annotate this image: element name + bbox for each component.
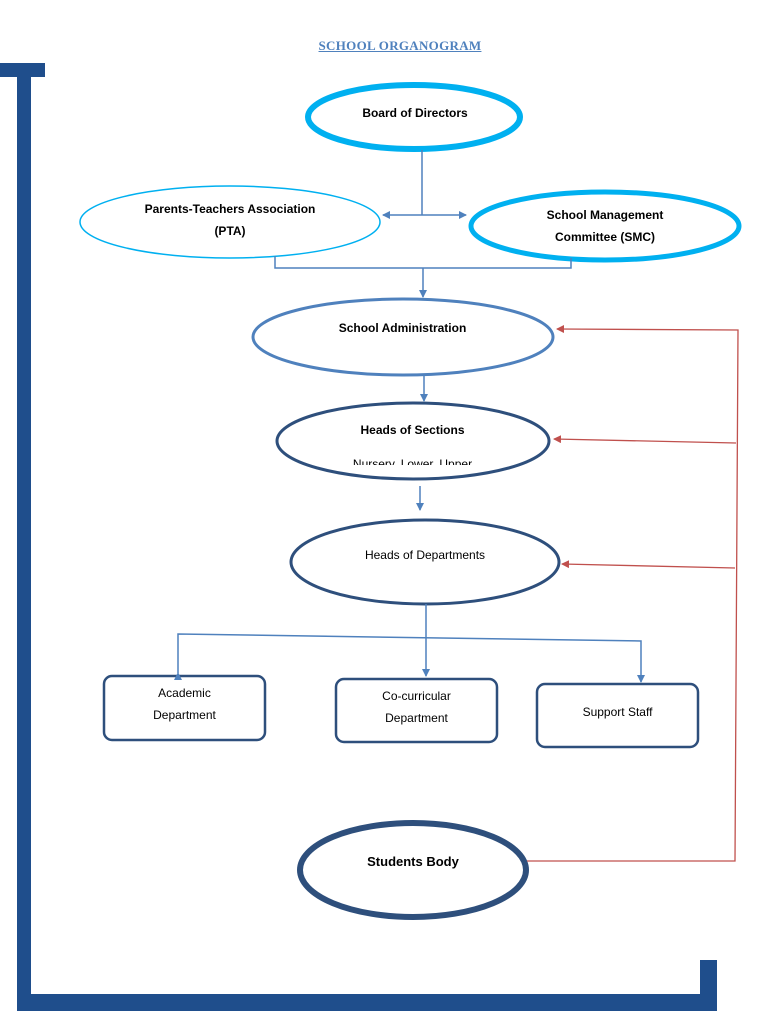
sections-node — [275, 401, 551, 481]
board-node — [305, 82, 523, 152]
feedback-to-departments — [561, 560, 736, 569]
smc-label: School Management Committee (SMC) — [546, 208, 664, 244]
frame-right-tab — [700, 960, 717, 1011]
departments-label: Heads of Departments — [364, 548, 486, 562]
frame-bottom-edge — [17, 994, 717, 1011]
academic-label: Academic Department — [153, 686, 216, 722]
smc-node — [468, 189, 742, 263]
students-label: Students Body — [367, 854, 459, 869]
board-label: Board of Directors — [362, 106, 468, 120]
feedback-to-sections — [553, 435, 737, 444]
council-merge-line — [274, 256, 572, 269]
admin-node — [251, 297, 555, 377]
support-label: Support Staff — [582, 705, 653, 719]
students-node — [297, 820, 529, 920]
students-feedback-line — [527, 325, 739, 862]
departments-branch-line — [174, 633, 645, 683]
pta-label: Parents-Teachers Association (PTA) — [144, 202, 316, 238]
frame-left-edge — [17, 63, 31, 1011]
cocurricular-label: Co-curricular Department — [382, 689, 451, 725]
sections-label: Heads of Sections — [360, 423, 465, 437]
sections-sublabel: Nursery, Lower, Upper — [352, 457, 473, 465]
support-box — [535, 682, 700, 749]
pta-node — [79, 185, 381, 259]
admin-label: School Administration — [338, 321, 467, 335]
page-title: SCHOOL ORGANOGRAM — [318, 38, 482, 53]
departments-node — [289, 518, 561, 606]
